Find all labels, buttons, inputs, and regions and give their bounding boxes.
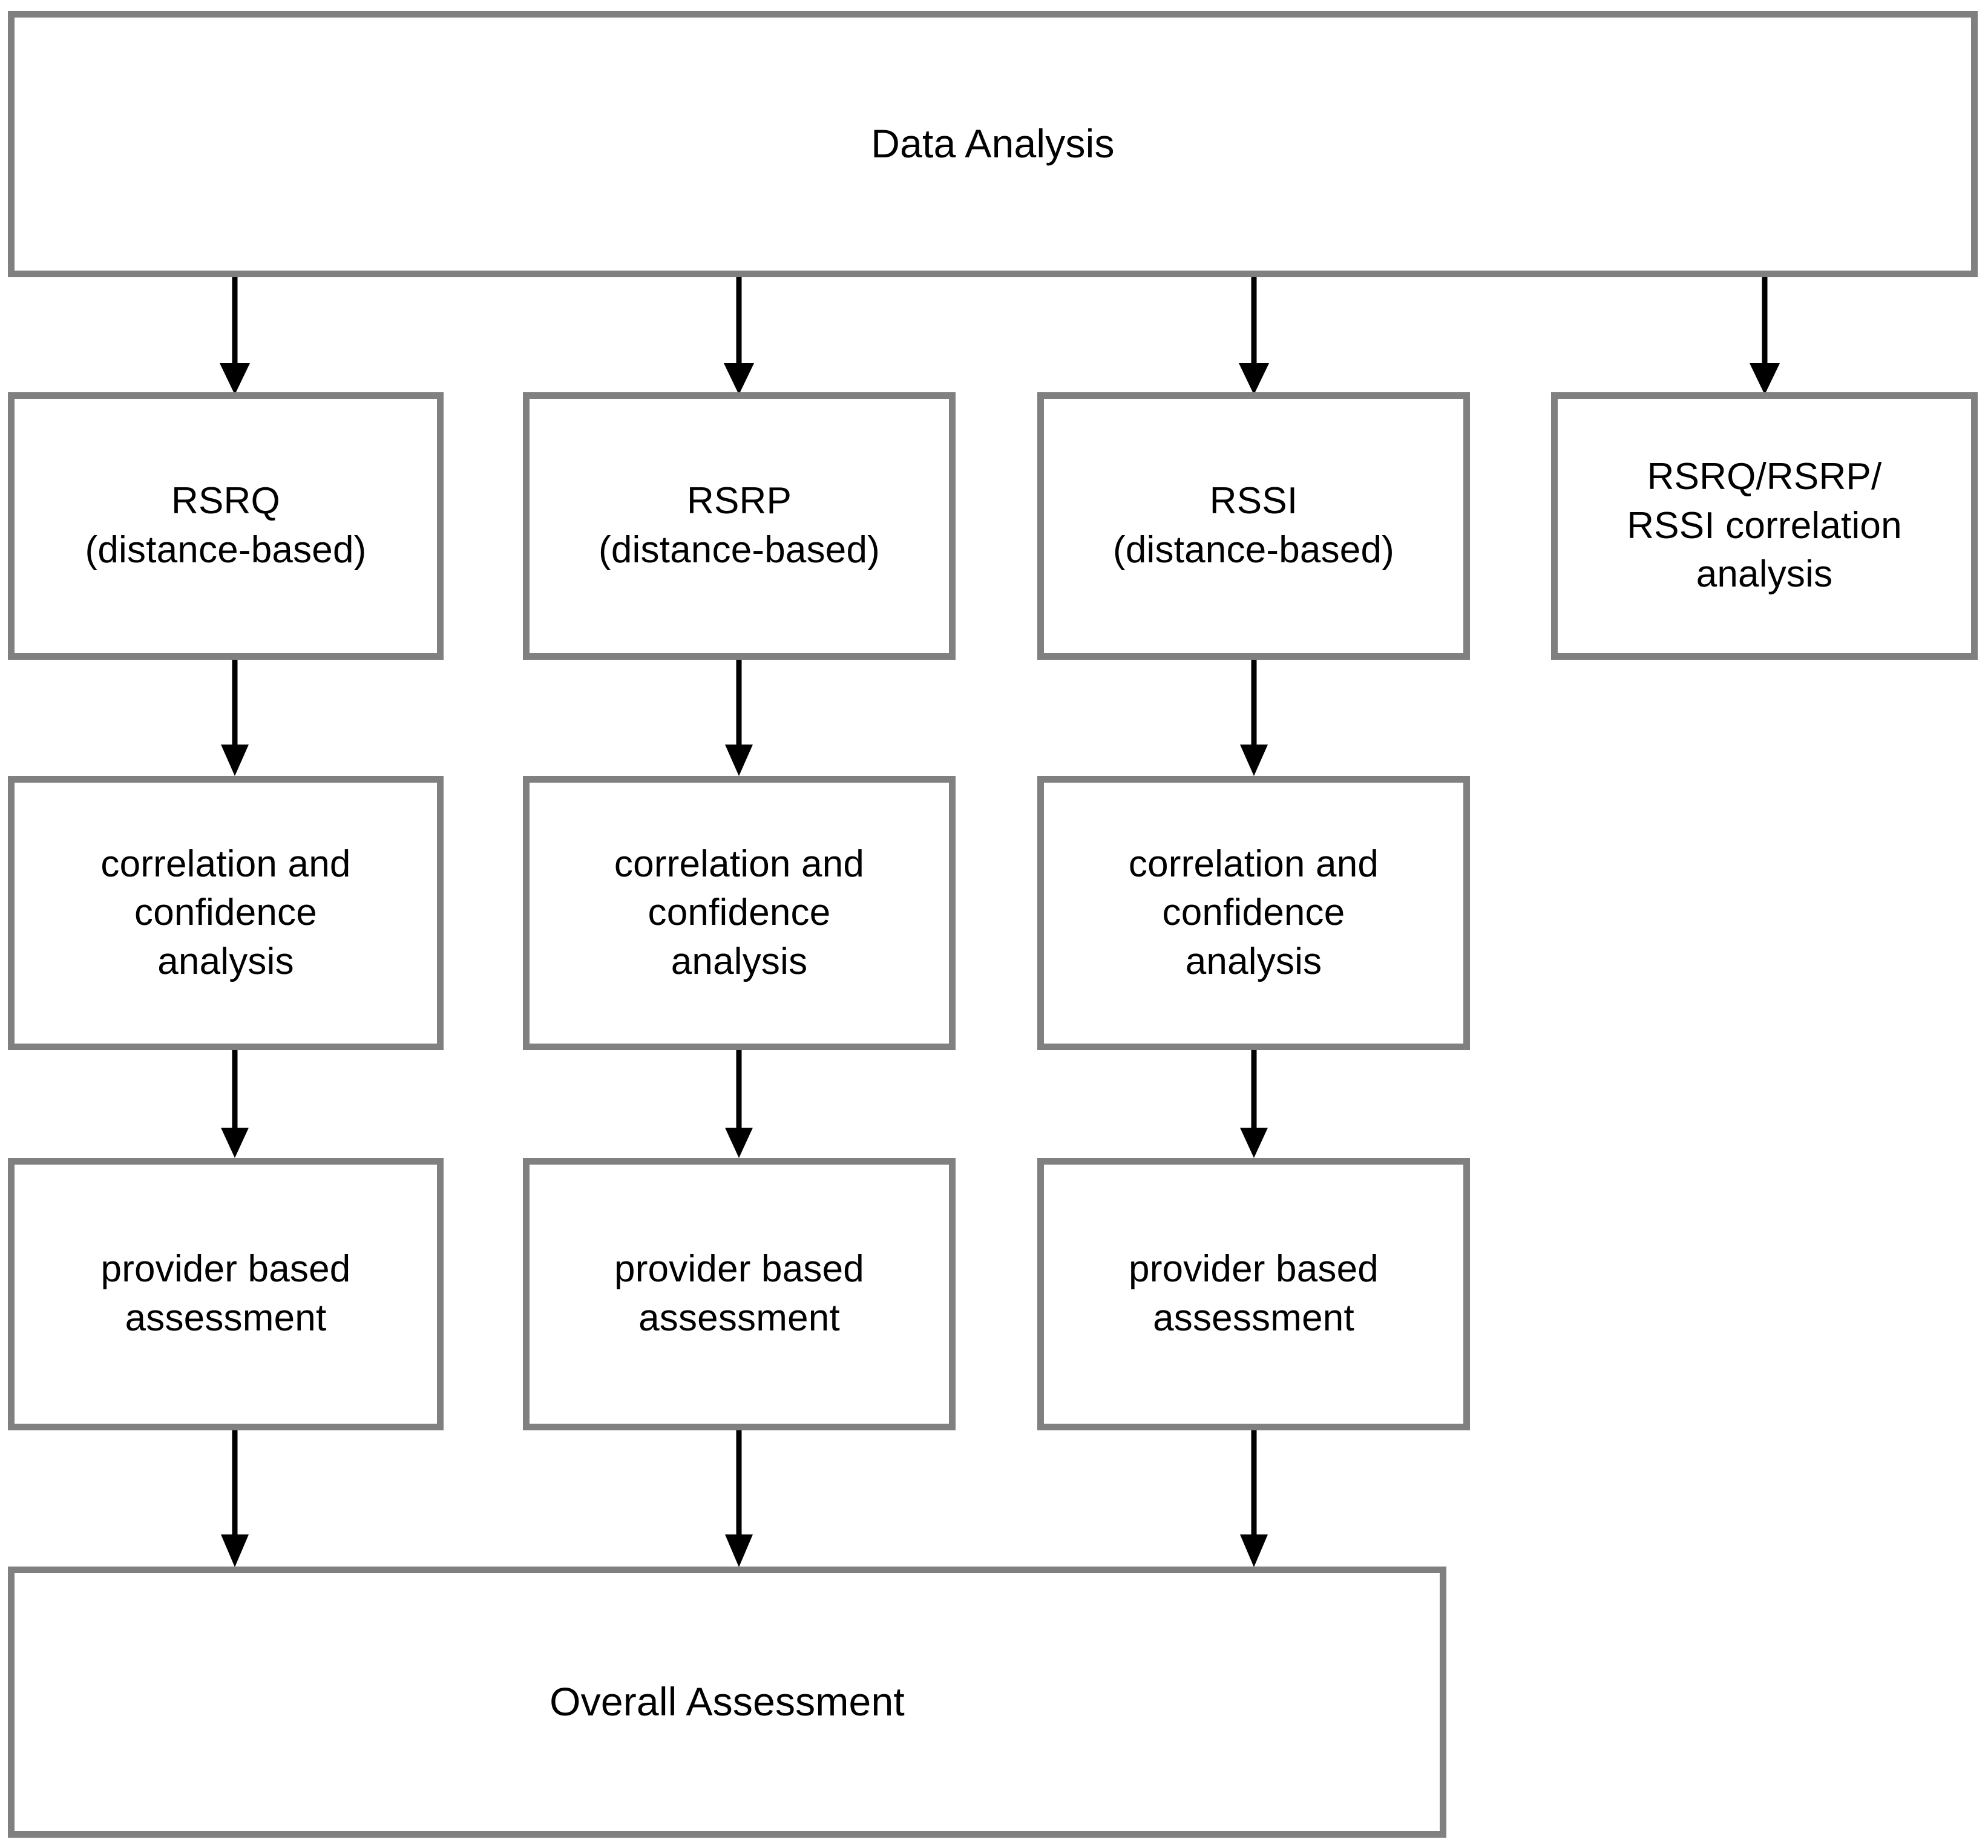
node-correlation-confidence-analysis-3[interactable]: correlation and confidence analysis (1037, 776, 1470, 1050)
node-correlation-confidence-analysis-1[interactable]: correlation and confidence analysis (8, 776, 444, 1050)
node-provider-based-assessment-2[interactable]: provider based assessment (523, 1158, 956, 1430)
node-data-analysis[interactable]: Data Analysis (8, 11, 1978, 277)
arrow-provider-assessment-to-overall-3 (1227, 1430, 1281, 1570)
node-rsrp-distance-based-label: RSRP (distance-based) (599, 480, 880, 571)
node-provider-based-assessment-2-label: provider based assessment (614, 1248, 864, 1339)
node-correlation-confidence-analysis-3-label: correlation and confidence analysis (1128, 843, 1379, 982)
node-rssi-distance-based[interactable]: RSSI (distance-based) (1037, 392, 1470, 660)
arrow-correlation-confidence-to-provider-assessment-1 (208, 1050, 262, 1160)
arrow-correlation-confidence-to-provider-assessment-3 (1227, 1050, 1281, 1160)
arrow-rsrp-to-correlation-confidence (712, 660, 766, 778)
arrow-rssi-to-correlation-confidence (1227, 660, 1281, 778)
node-provider-based-assessment-3-label: provider based assessment (1129, 1248, 1379, 1339)
node-rssi-distance-based-label: RSSI (distance-based) (1113, 480, 1394, 571)
arrow-data-analysis-to-rsrq (208, 277, 262, 396)
arrow-provider-assessment-to-overall-2 (712, 1430, 766, 1570)
node-rsrq-rsrp-rssi-correlation-analysis-label: RSRQ/RSRP/ RSSI correlation analysis (1627, 456, 1902, 596)
node-rsrq-distance-based-label: RSRQ (distance-based) (85, 480, 367, 571)
node-provider-based-assessment-3[interactable]: provider based assessment (1037, 1158, 1470, 1430)
arrow-provider-assessment-to-overall-1 (208, 1430, 262, 1570)
node-rsrq-rsrp-rssi-correlation-analysis[interactable]: RSRQ/RSRP/ RSSI correlation analysis (1551, 392, 1978, 660)
arrow-correlation-confidence-to-provider-assessment-2 (712, 1050, 766, 1160)
node-overall-assessment-label: Overall Assessment (549, 1679, 905, 1724)
arrow-data-analysis-to-correlation (1737, 277, 1792, 396)
arrow-data-analysis-to-rsrp (712, 277, 766, 396)
node-correlation-confidence-analysis-2-label: correlation and confidence analysis (614, 843, 865, 982)
node-data-analysis-label: Data Analysis (871, 121, 1115, 166)
node-provider-based-assessment-1-label: provider based assessment (100, 1248, 351, 1339)
arrow-data-analysis-to-rssi (1227, 277, 1281, 396)
node-correlation-confidence-analysis-2[interactable]: correlation and confidence analysis (523, 776, 956, 1050)
node-correlation-confidence-analysis-1-label: correlation and confidence analysis (100, 843, 351, 982)
node-rsrq-distance-based[interactable]: RSRQ (distance-based) (8, 392, 444, 660)
node-provider-based-assessment-1[interactable]: provider based assessment (8, 1158, 444, 1430)
node-rsrp-distance-based[interactable]: RSRP (distance-based) (523, 392, 956, 660)
node-overall-assessment[interactable]: Overall Assessment (8, 1567, 1446, 1838)
arrow-rsrq-to-correlation-confidence (208, 660, 262, 778)
